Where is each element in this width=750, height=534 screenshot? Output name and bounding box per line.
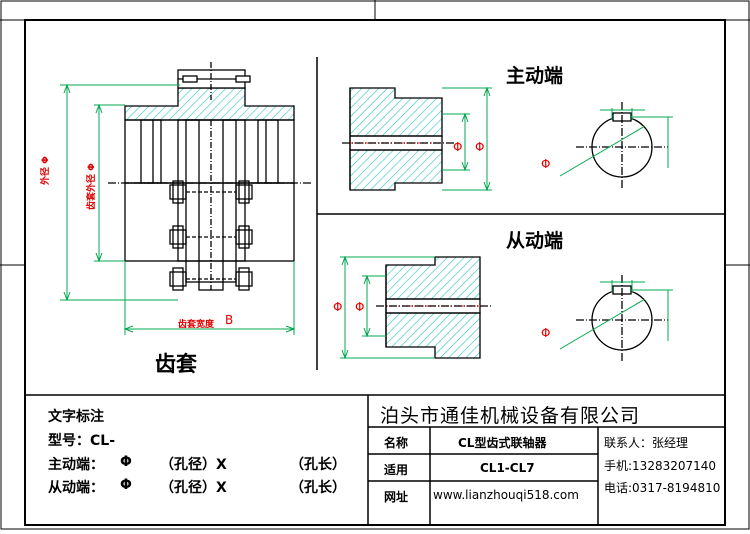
outer-dia-label: 外径 Φ xyxy=(41,156,51,185)
driven-row-bore-dia: （孔径）X xyxy=(160,480,227,496)
sleeve-title: 齿套 xyxy=(155,352,197,376)
driven-end-dimensions xyxy=(340,255,435,360)
driving-end-section xyxy=(342,87,455,191)
driving-row-label: 主动端： xyxy=(48,457,104,473)
sleeve-width-label: 齿套宽度 xyxy=(178,320,215,330)
phi-driven-outer: Φ xyxy=(333,300,343,314)
row-value-apply: CL1-CL7 xyxy=(480,461,535,475)
driving-end-bore-view xyxy=(576,102,668,188)
sleeve-outer-dia-label: 齿套外径 Φ xyxy=(87,163,97,210)
section-dividers xyxy=(316,57,725,370)
phi-driving-key: Φ xyxy=(541,157,551,171)
driven-row-label: 从动端： xyxy=(48,480,104,496)
driven-end-section xyxy=(376,256,492,359)
phi-driving-bore: Φ xyxy=(453,140,463,154)
driving-end-title: 主动端 xyxy=(506,65,564,87)
row-label-website: 网址 xyxy=(384,490,409,504)
coupling-assembly xyxy=(108,62,312,291)
row-label-name: 名称 xyxy=(384,436,409,450)
phi-driven-key: Φ xyxy=(541,326,551,340)
driving-row-phi: Φ xyxy=(120,454,132,470)
row-value-website[interactable]: www.lianzhouqi518.com xyxy=(433,488,579,502)
row-value-name: CL型齿式联轴器 xyxy=(458,436,547,450)
driven-row-phi: Φ xyxy=(120,477,132,493)
contact-mobile: 手机:13283207140 xyxy=(604,459,717,473)
driven-end-title: 从动端 xyxy=(506,230,564,252)
company-name: 泊头市通佳机械设备有限公司 xyxy=(380,405,641,427)
contact-phone: 电话:0317-8194810 xyxy=(604,481,721,495)
driving-end-dimensions xyxy=(442,86,492,192)
width-letter: B xyxy=(225,313,234,327)
driving-row-bore-dia: （孔径）X xyxy=(160,457,227,473)
bolts xyxy=(169,180,253,291)
assembly-dimensions xyxy=(60,83,296,335)
model-line: 型号：CL- xyxy=(48,433,116,449)
driven-row-bore-len: （孔长） xyxy=(290,480,346,496)
driven-end-bore-view xyxy=(576,275,668,362)
title-block-grid xyxy=(25,394,725,525)
driving-row-bore-len: （孔长） xyxy=(290,457,346,473)
phi-driven-bore: Φ xyxy=(355,300,365,314)
row-label-apply: 适用 xyxy=(384,463,409,477)
phi-driving-outer: Φ xyxy=(475,140,485,154)
contact-person: 联系人：张经理 xyxy=(604,436,689,450)
notes-heading: 文字标注 xyxy=(48,409,104,425)
